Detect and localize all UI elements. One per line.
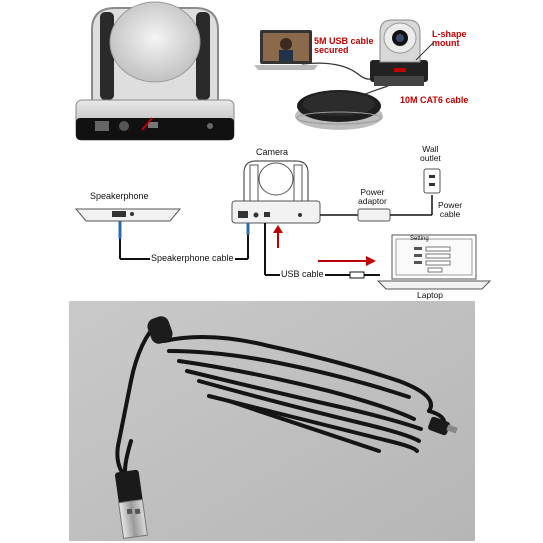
- power-cable-label-line2: cable: [439, 209, 461, 219]
- ferrite-core: [147, 316, 173, 344]
- power-cable-label: Power cable: [438, 201, 462, 219]
- power-adaptor-label: Power adaptor: [358, 188, 387, 206]
- laptop-small-icon: [254, 30, 318, 70]
- laptop-line-drawing: [376, 234, 492, 290]
- wall-outlet-label-line1: Wall: [422, 144, 439, 154]
- mount-label-line2: mount: [432, 38, 460, 48]
- speakerphone-label: Speakerphone: [90, 191, 149, 201]
- camera-rear-photo: [75, 1, 235, 141]
- usb-cable-label-line2: secured: [314, 45, 349, 55]
- wall-outlet-label: Wall outlet: [420, 145, 441, 163]
- power-connection: [320, 168, 441, 222]
- product-photo-panel: 5M USB cable secured L-shape mount 10M C…: [0, 0, 543, 150]
- power-adaptor-label-line2: adaptor: [358, 196, 387, 206]
- ptz-camera-on-mount-photo: [370, 19, 428, 86]
- speakerphone-line-drawing: [74, 208, 182, 222]
- power-adaptor-label-line1: Power: [360, 187, 385, 197]
- cat6-cable-label: 10M CAT6 cable: [400, 95, 469, 105]
- wall-outlet-label-line2: outlet: [420, 153, 441, 163]
- micro-usb-plug: [428, 416, 450, 436]
- usb-cable-label: 5M USB cable secured: [314, 37, 374, 55]
- laptop-label: Laptop: [417, 290, 443, 300]
- red-arrows: [273, 225, 376, 266]
- usb-cable-diagram-label: USB cable: [280, 269, 325, 279]
- usb-cable-photo: [69, 301, 475, 541]
- speakerphone-cable-label: Speakerphone cable: [150, 253, 235, 263]
- usb-cable-photo-drawing: [69, 301, 475, 541]
- mount-label: L-shape mount: [432, 30, 467, 48]
- camera-label: Camera: [256, 147, 289, 157]
- usb-a-plug-metal: [118, 498, 148, 540]
- mount-pointer-line: [415, 41, 435, 61]
- setting-label: Setting: [410, 236, 429, 242]
- mount-label-line1: L-shape: [432, 29, 467, 39]
- usb-cable-label-line1: 5M USB cable: [314, 36, 374, 46]
- power-cable-label-line1: Power: [438, 200, 463, 210]
- speakerphone-photo: [295, 90, 383, 130]
- camera-line-drawing: [231, 160, 321, 224]
- usb-a-plug-housing: [114, 469, 144, 509]
- diagram-drawing: [74, 160, 492, 290]
- connection-diagram: Camera Speakerphone Wall outlet Power ad…: [0, 143, 543, 300]
